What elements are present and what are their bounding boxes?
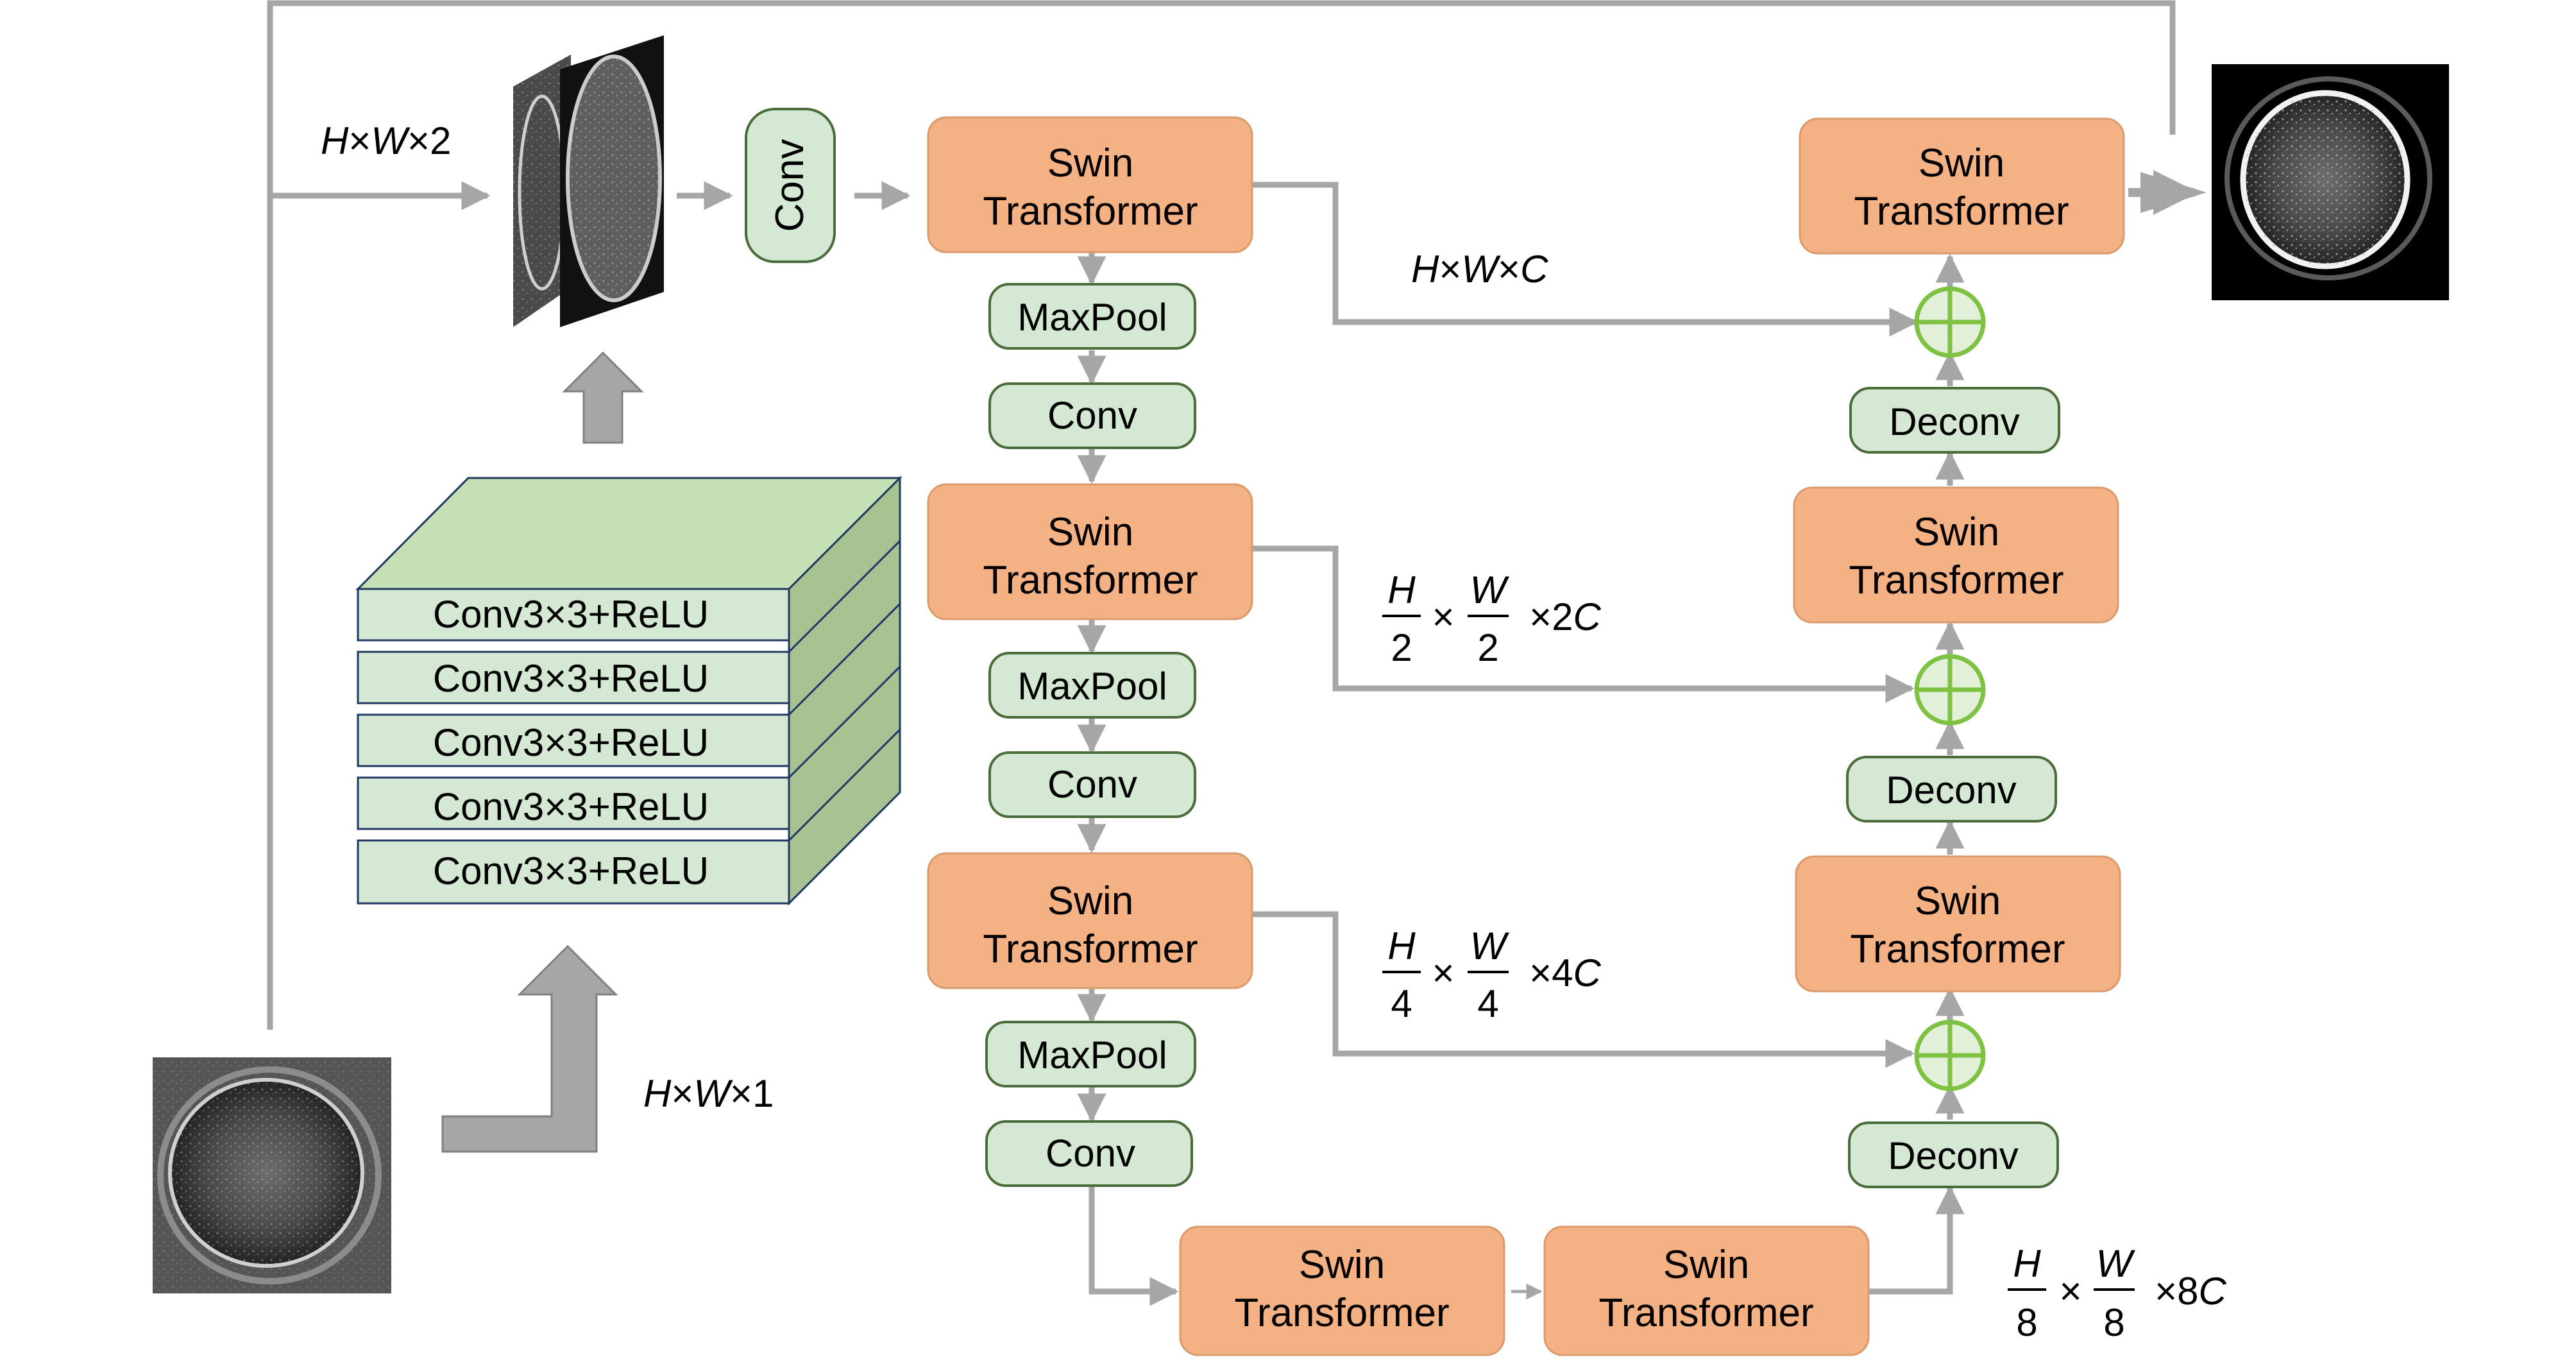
enc-swin-3: [927, 852, 1253, 989]
conv-relu-layer-5: [357, 839, 790, 905]
svg-text:H×W×C: H×W×C: [1411, 248, 1548, 291]
enc-conv-1: [988, 382, 1196, 449]
connectors: [267, 0, 2198, 1306]
dim-skip-1: H×W×C: [1411, 248, 1548, 291]
output-arrowhead: [2140, 172, 2207, 213]
dec-swin-1-line1: Swin: [1919, 141, 2004, 185]
elbow-arrow-to-stack: [441, 944, 618, 1153]
enc-swin-2: [927, 483, 1253, 620]
dec-deconv-2: [1846, 756, 2057, 823]
dec-deconv-3: [1848, 1121, 2059, 1188]
outer-skip-line: [267, 0, 2176, 1030]
enc-swin-1-line1: Swin: [1047, 141, 1133, 185]
dim-bottleneck: H 8 × W 8 ×8C: [2008, 1242, 2227, 1344]
decoder: Swin Transformer Deconv Swin Transformer…: [1793, 117, 2125, 1188]
svg-text:×4C: ×4C: [1529, 951, 1601, 994]
svg-text:4: 4: [1391, 982, 1412, 1025]
svg-text:H×W×1: H×W×1: [643, 1072, 774, 1115]
svg-text:2: 2: [1391, 626, 1412, 669]
dec-swin-2-line1: Swin: [1913, 510, 1999, 554]
bottleneck-swin-2-line2: Transformer: [1598, 1291, 1813, 1335]
enc-maxpool-1: [988, 283, 1196, 350]
bottleneck-swin-1-line1: Swin: [1299, 1243, 1385, 1287]
enc-maxpool-1-label: MaxPool: [1017, 296, 1167, 339]
conv-relu-label-5: Conv3×3+ReLU: [433, 849, 709, 892]
up-arrow-to-slices: [562, 351, 644, 444]
svg-text:8: 8: [2016, 1301, 2037, 1344]
svg-text:W: W: [1470, 568, 1510, 611]
input-image: [153, 1057, 391, 1293]
skip-line-2: [1251, 545, 1915, 703]
dec-deconv-1-label: Deconv: [1889, 400, 2019, 443]
dec-swin-1: [1799, 117, 2125, 255]
input-conv-block: [745, 108, 836, 263]
svg-text:×: ×: [2059, 1270, 2081, 1313]
conv-relu-layer-2: [357, 651, 790, 704]
dec-swin-3-line2: Transformer: [1850, 927, 2065, 971]
svg-text:8: 8: [2103, 1301, 2124, 1344]
enc-conv-2: [988, 751, 1196, 818]
svg-text:×: ×: [1432, 595, 1454, 638]
svg-text:H×W×2: H×W×2: [321, 119, 451, 162]
conv-relu-label-4: Conv3×3+ReLU: [433, 785, 709, 828]
enc-conv-3-label: Conv: [1046, 1132, 1135, 1175]
conv-relu-layer-1: [357, 588, 790, 642]
svg-text:W: W: [1470, 925, 1510, 968]
dim-skip-3: H 4 × W 4 ×4C: [1382, 925, 1602, 1025]
dec-swin-2: [1793, 486, 2119, 624]
dec-swin-1-line2: Transformer: [1854, 189, 2069, 234]
enc-swin-2-line1: Swin: [1047, 510, 1133, 554]
input-conv-label: Conv: [768, 139, 812, 232]
conv-relu-stack: [355, 475, 902, 906]
svg-text:×8C: ×8C: [2155, 1270, 2226, 1313]
svg-text:W: W: [2096, 1242, 2136, 1285]
conv-relu-layer-3: [357, 713, 790, 767]
dec-deconv-2-label: Deconv: [1886, 769, 2016, 812]
svg-text:2: 2: [1477, 626, 1498, 669]
svg-text:H: H: [1387, 568, 1416, 611]
output-image: [2212, 64, 2449, 300]
dim-input-top: H×W×2: [321, 119, 451, 162]
enc-maxpool-3-label: MaxPool: [1017, 1034, 1167, 1077]
enc-maxpool-2: [988, 652, 1196, 719]
enc-swin-3-line1: Swin: [1047, 879, 1133, 923]
svg-text:4: 4: [1477, 982, 1498, 1025]
conv-relu-layer-4: [357, 776, 790, 830]
skip-line-1: [1251, 182, 1919, 337]
svg-text:×: ×: [1432, 951, 1454, 994]
conv-relu-label-3: Conv3×3+ReLU: [433, 721, 709, 764]
encoder: Swin Transformer MaxPool Conv Swin Trans…: [927, 116, 1253, 1187]
conv-relu-label-1: Conv3×3+ReLU: [433, 593, 709, 636]
dim-input-bottom: H×W×1: [643, 1072, 774, 1115]
bottleneck-to-deconv-arrow: [1867, 1185, 1965, 1295]
enc-conv-1-label: Conv: [1047, 394, 1137, 437]
bottleneck-swin-1-line2: Transformer: [1234, 1291, 1449, 1335]
enc-conv-3: [985, 1120, 1193, 1187]
skip-line-3: [1251, 911, 1915, 1068]
dec-deconv-3-label: Deconv: [1888, 1134, 2018, 1177]
conv-relu-label-2: Conv3×3+ReLU: [433, 657, 709, 700]
dec-deconv-1: [1849, 387, 2060, 454]
svg-text:×2C: ×2C: [1529, 595, 1601, 638]
conv-to-bottleneck-arrow: [1089, 1187, 1179, 1306]
svg-text:H: H: [2013, 1242, 2041, 1285]
enc-swin-1: [927, 116, 1253, 253]
enc-maxpool-3: [985, 1021, 1196, 1087]
bottleneck: Swin Transformer Swin Transformer: [1179, 1225, 1870, 1356]
dec-swin-3-line1: Swin: [1915, 879, 2001, 923]
bottleneck-swin-2: [1543, 1225, 1870, 1356]
enc-swin-1-line2: Transformer: [983, 189, 1198, 234]
enc-maxpool-2-label: MaxPool: [1017, 665, 1167, 708]
dim-skip-2: H 2 × W 2 ×2C: [1382, 568, 1602, 669]
svg-text:H: H: [1387, 925, 1416, 968]
enc-swin-2-line2: Transformer: [983, 558, 1198, 602]
enc-swin-3-line2: Transformer: [983, 927, 1198, 971]
bottleneck-swin-1: [1179, 1225, 1505, 1356]
dec-swin-2-line2: Transformer: [1849, 558, 2063, 602]
enc-conv-2-label: Conv: [1047, 763, 1137, 806]
dec-swin-3: [1795, 855, 2121, 993]
stacked-input-slices: [513, 35, 664, 327]
bottleneck-swin-2-line1: Swin: [1663, 1243, 1749, 1287]
